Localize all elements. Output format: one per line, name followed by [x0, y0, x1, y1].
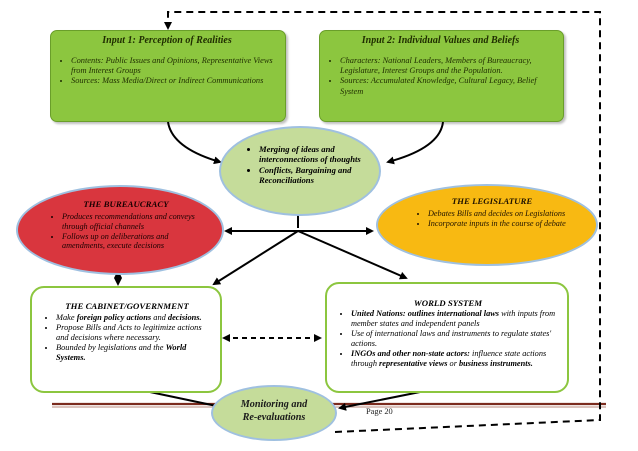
input1-to-merging-arrow — [167, 121, 222, 165]
input2-to-merging-arrow — [386, 121, 444, 165]
world-item-un-bold: United Nations: outlines international l… — [351, 309, 499, 318]
input2-item-characters: Characters: National Leaders, Members of… — [340, 56, 555, 76]
cabinet-box: THE CABINET/GOVERNMENT Make foreign poli… — [30, 286, 222, 393]
bureaucracy-list: Produces recommendations and conveys thr… — [48, 212, 204, 251]
merging-oval: Merging of ideas and interconnections of… — [219, 126, 381, 216]
world-system-list: United Nations: outlines international l… — [337, 309, 559, 368]
world-system-box: WORLD SYSTEM United Nations: outlines in… — [325, 282, 569, 393]
legislature-oval: THE LEGISLATURE Debates Bills and decide… — [376, 184, 598, 266]
cabinet-item-actions-and: and — [151, 313, 168, 322]
world-item-business-bold: business instruments. — [459, 358, 533, 368]
bureaucracy-item-follow-up: Follows up on deliberations and amendmen… — [62, 232, 204, 252]
cabinet-item-bills: Propose Bills and Acts to legitimize act… — [56, 323, 212, 343]
input1-item-sources: Sources: Mass Media/Direct or Indirect C… — [71, 76, 277, 86]
cabinet-title: THE CABINET/GOVERNMENT — [65, 301, 189, 311]
cabinet-item-actions-bold: foreign policy actions — [76, 313, 152, 322]
input1-list: Contents: Public Issues and Opinions, Re… — [57, 56, 277, 87]
monitoring-oval: Monitoring and Re-evaluations — [211, 385, 337, 441]
cabinet-item-bounded-text: Bounded by legislations and the — [56, 343, 166, 352]
bureaucracy-title: THE BUREAUCRACY — [83, 199, 169, 209]
cabinet-item-decisions-bold: decisions. — [167, 313, 202, 322]
legislature-item-debates: Debates Bills and decides on Legislation… — [428, 209, 570, 219]
merging-item-conflicts: Conflicts, Bargaining and Reconciliation… — [259, 165, 369, 186]
world-item-laws: Use of international laws and instrument… — [351, 329, 559, 349]
legislature-list: Debates Bills and decides on Legislation… — [414, 209, 570, 229]
cabinet-item-world-systems-bold: World Systems. — [56, 343, 187, 362]
legislature-item-incorporate: Incorporate inputs in the course of deba… — [428, 219, 570, 229]
world-item-or-text: or — [447, 358, 460, 368]
page-number: Page 20 — [366, 407, 393, 416]
monitoring-line1: Monitoring and — [240, 399, 308, 410]
input2-list: Characters: National Leaders, Members of… — [326, 56, 555, 97]
world-system-title: WORLD SYSTEM — [413, 298, 483, 308]
legislature-title: THE LEGISLATURE — [451, 196, 533, 206]
input2-item-sources: Sources: Accumulated Knowledge, Cultural… — [340, 76, 555, 96]
world-item-ingos: INGOs and other non-state actors: influe… — [351, 349, 559, 369]
bureaucracy-oval: THE BUREAUCRACY Produces recommendations… — [16, 185, 224, 275]
input1-box: Input 1: Perception of Realities Content… — [50, 30, 286, 122]
world-item-ingos-bold: INGOs and other non-state actors: — [351, 348, 470, 358]
input1-title: Input 1: Perception of Realities — [102, 35, 232, 46]
merging-list: Merging of ideas and interconnections of… — [247, 144, 369, 186]
cabinet-item-bounded: Bounded by legislations and the World Sy… — [56, 343, 212, 363]
cabinet-item-actions: Make foreign policy actions and decision… — [56, 313, 212, 323]
merging-item-ideas: Merging of ideas and interconnections of… — [259, 144, 369, 165]
input1-item-contents: Contents: Public Issues and Opinions, Re… — [71, 56, 277, 76]
input2-box: Input 2: Individual Values and Beliefs C… — [319, 30, 564, 122]
input2-title: Input 2: Individual Values and Beliefs — [361, 35, 520, 46]
feedback-loop-arrow — [164, 11, 601, 433]
hub-to-world-arrow — [297, 230, 408, 280]
cabinet-list: Make foreign policy actions and decision… — [42, 313, 212, 363]
world-item-un-text: with inputs from member states and indep… — [351, 309, 556, 328]
world-item-un: United Nations: outlines international l… — [351, 309, 559, 329]
world-item-representative-bold: representative views — [379, 358, 448, 368]
world-item-ingos-text: influence state actions through — [351, 348, 547, 368]
bureaucracy-item-recommendations: Produces recommendations and conveys thr… — [62, 212, 204, 232]
monitoring-line2: Re-evaluations — [242, 412, 306, 423]
hub-to-cabinet-arrow — [212, 230, 299, 286]
cabinet-item-actions-text: Make — [56, 313, 77, 322]
world-to-monitoring-arrow — [338, 391, 421, 411]
